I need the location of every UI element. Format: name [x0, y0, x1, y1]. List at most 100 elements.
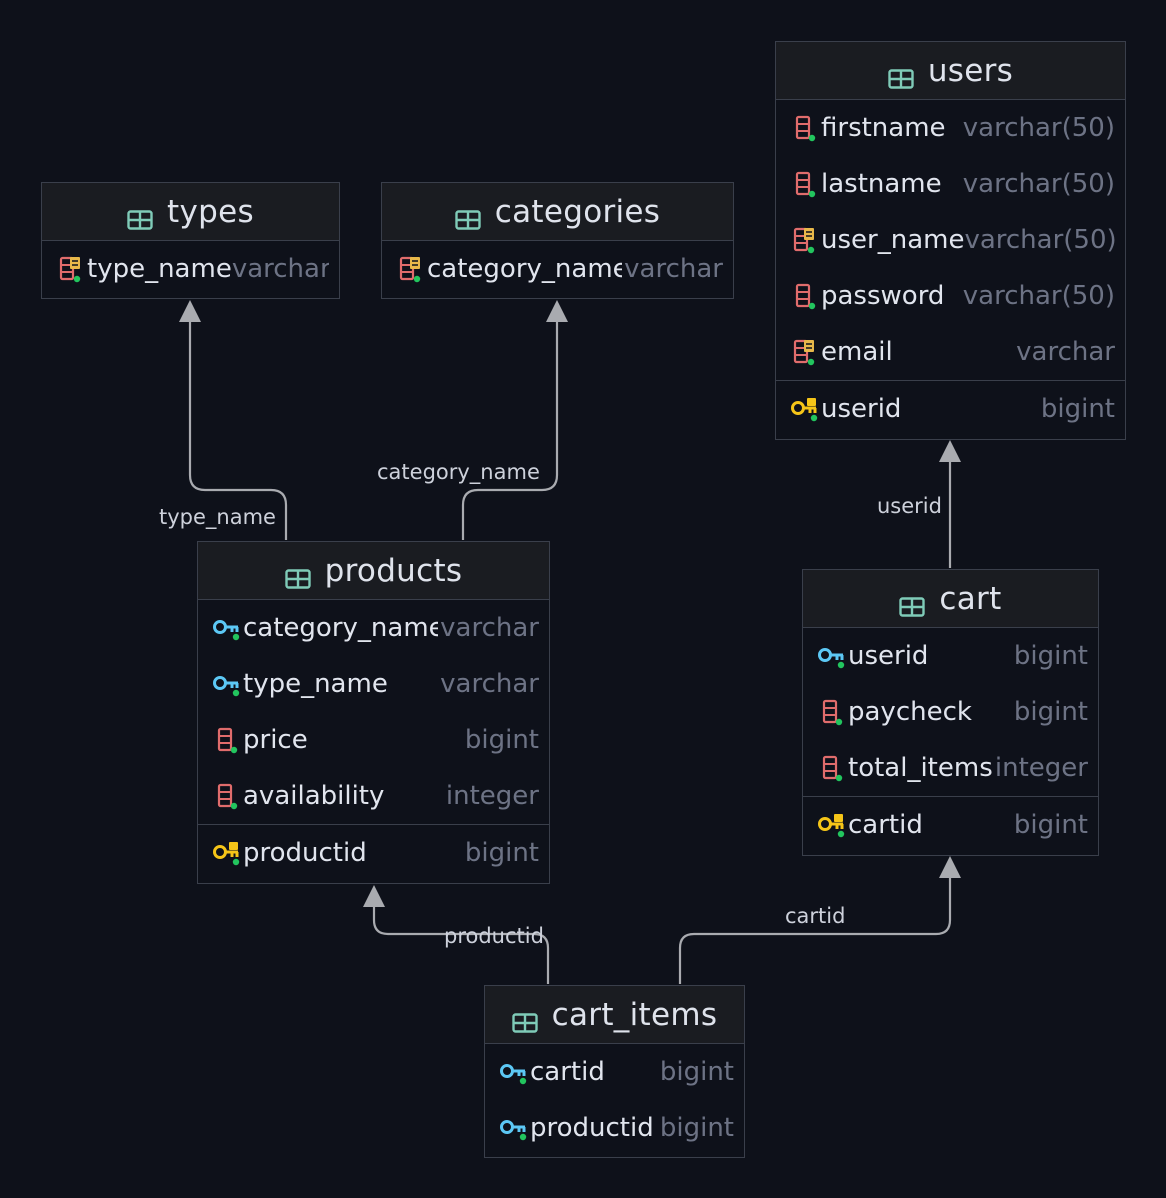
column-name: productid [243, 838, 367, 868]
foreign-key-icon [817, 642, 845, 670]
edge-label-productid: productid [444, 924, 544, 948]
column-name: paycheck [848, 697, 972, 727]
column-type: integer [445, 781, 539, 811]
column-icon [790, 114, 818, 142]
unique-column-icon [56, 255, 84, 283]
column-type: bigint [1013, 641, 1088, 671]
column-type: bigint [464, 838, 539, 868]
table-header[interactable]: types [42, 183, 339, 241]
column-name: total_items [848, 753, 993, 783]
foreign-key-icon [499, 1114, 527, 1142]
table-title: categories [494, 193, 661, 230]
column-type: varchar(50) [962, 169, 1115, 199]
table-icon [511, 1005, 538, 1033]
table-icon [284, 561, 311, 589]
edge-products-types [188, 322, 288, 540]
column-row[interactable]: cartid bigint [803, 796, 1098, 853]
table-header[interactable]: users [776, 42, 1125, 100]
table-header[interactable]: cart_items [485, 986, 744, 1044]
column-name: firstname [821, 113, 946, 143]
column-row[interactable]: lastname varchar(50) [776, 156, 1125, 212]
table-title: cart_items [551, 996, 718, 1033]
column-type: bigint [659, 1057, 734, 1087]
table-title: cart [939, 580, 1002, 617]
column-name: lastname [821, 169, 942, 199]
edge-label-userid: userid [877, 494, 942, 518]
foreign-key-icon [212, 614, 240, 642]
edge-cartitems-cart [678, 878, 952, 984]
primary-key-icon [212, 839, 240, 867]
table-icon [127, 202, 153, 230]
column-type: integer [994, 753, 1088, 783]
column-type: bigint [659, 1113, 734, 1143]
primary-key-icon [790, 395, 818, 423]
table-header[interactable]: products [198, 542, 549, 600]
table-header[interactable]: categories [382, 183, 733, 241]
table-header[interactable]: cart [803, 570, 1098, 628]
column-type: bigint [1013, 810, 1088, 840]
column-name: type_name [87, 254, 232, 284]
column-row[interactable]: cartid bigint [485, 1044, 744, 1100]
column-icon [790, 282, 818, 310]
unique-column-icon [396, 255, 424, 283]
table-title: users [927, 52, 1014, 89]
edge-label-cartid: cartid [785, 904, 845, 928]
column-name: productid [530, 1113, 654, 1143]
arrowhead-types [179, 300, 201, 322]
column-name: category_name [427, 254, 622, 284]
table-users[interactable]: users firstname varchar(50) lastname varcha… [775, 41, 1126, 440]
column-type: varchar [440, 613, 539, 643]
column-icon [212, 726, 240, 754]
column-name: userid [848, 641, 929, 671]
arrowhead-products [363, 885, 385, 907]
column-name: category_name [243, 613, 438, 643]
column-icon [817, 754, 845, 782]
column-type: varchar(50) [964, 225, 1115, 255]
arrowhead-cart [939, 856, 961, 878]
column-icon [212, 782, 240, 810]
column-type: bigint [1013, 697, 1088, 727]
column-row[interactable]: type_name varchar [198, 656, 549, 712]
table-icon [899, 589, 926, 617]
column-name: type_name [243, 669, 388, 699]
column-name: email [821, 337, 893, 367]
column-type: varchar(50) [962, 281, 1115, 311]
column-row[interactable]: paycheck bigint [803, 684, 1098, 740]
column-name: user_name [821, 225, 965, 255]
table-icon [455, 202, 481, 230]
column-type: varchar(50) [962, 113, 1115, 143]
foreign-key-icon [499, 1058, 527, 1086]
column-icon [817, 698, 845, 726]
column-icon [790, 170, 818, 198]
column-row[interactable]: email varchar [776, 324, 1125, 380]
table-cart[interactable]: cart userid bigint paycheck bigint total_ite… [802, 569, 1099, 856]
column-row[interactable]: firstname varchar(50) [776, 100, 1125, 156]
arrowhead-categories [546, 300, 568, 322]
column-row[interactable]: password varchar(50) [776, 268, 1125, 324]
column-name: cartid [530, 1057, 605, 1087]
edge-cartitems-products [372, 907, 550, 984]
column-name: price [243, 725, 308, 755]
column-type: varchar [440, 669, 539, 699]
column-row[interactable]: productid bigint [198, 824, 549, 881]
column-type: varchar [1016, 337, 1115, 367]
column-name: cartid [848, 810, 923, 840]
column-name: password [821, 281, 945, 311]
column-row[interactable]: userid bigint [803, 628, 1098, 684]
unique-column-icon [790, 338, 818, 366]
table-title: types [167, 193, 254, 230]
table-title: products [324, 552, 463, 589]
